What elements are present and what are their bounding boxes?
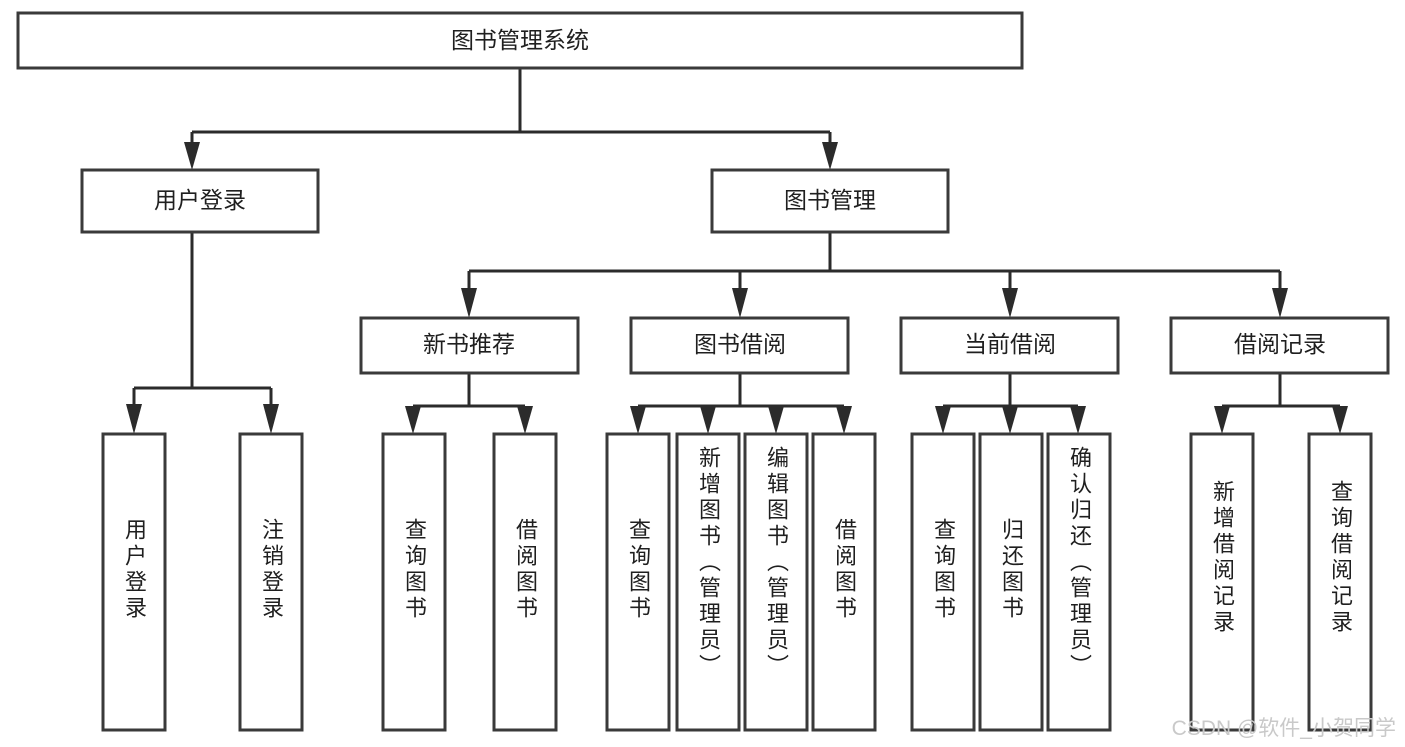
connectors	[126, 68, 1348, 434]
leaf-box-logout-login[interactable]	[238, 432, 304, 732]
arrow-br-to-query-record	[1332, 406, 1348, 434]
node-current-borrow[interactable]: 当前借阅	[899, 316, 1120, 375]
leaf-box-borrow-book-1[interactable]	[492, 432, 558, 732]
book-management-label: 图书管理	[784, 187, 876, 213]
arrow-ul-to-leaf1	[126, 404, 142, 434]
arrow-bb-to-borrow-book	[836, 406, 852, 434]
user-login-box[interactable]	[80, 168, 320, 234]
leaf-box-add-record[interactable]	[1189, 432, 1255, 732]
node-user-login[interactable]: 用户登录	[80, 168, 320, 234]
leaf-box-query-book-1[interactable]	[381, 432, 447, 732]
arrow-bm-to-current-borrow	[1002, 288, 1018, 318]
root-label: 图书管理系统	[451, 27, 589, 53]
new-book-recommend-label: 新书推荐	[423, 331, 515, 357]
arrow-nb-to-borrow-book	[517, 406, 533, 434]
current-borrow-label: 当前借阅	[964, 331, 1056, 357]
arrow-cb-to-return-book	[1002, 406, 1018, 434]
book-management-box[interactable]	[710, 168, 950, 234]
leaf-box-query-record[interactable]	[1307, 432, 1373, 732]
leaf-boxes	[101, 432, 1373, 732]
root-box[interactable]	[16, 11, 1024, 70]
arrow-bb-to-edit-book	[768, 406, 784, 434]
node-new-book-recommend[interactable]: 新书推荐	[359, 316, 580, 375]
leaf-box-query-book-2[interactable]	[605, 432, 671, 732]
arrow-bb-to-add-book	[700, 406, 716, 434]
arrow-br-to-add-record	[1214, 406, 1230, 434]
leaf-box-return-book[interactable]	[978, 432, 1044, 732]
book-borrow-label: 图书借阅	[694, 331, 786, 357]
arrow-root-to-user-login	[184, 142, 200, 170]
arrow-bb-to-query-book	[630, 406, 646, 434]
current-borrow-box[interactable]	[899, 316, 1120, 375]
arrow-root-to-book-mgmt	[822, 142, 838, 170]
arrow-ul-to-leaf2	[263, 404, 279, 434]
arrow-bm-to-new-book	[461, 288, 477, 318]
node-root[interactable]: 图书管理系统	[16, 11, 1024, 70]
leaf-box-add-book[interactable]	[675, 432, 741, 732]
arrow-nb-to-query-book	[405, 406, 421, 434]
node-book-borrow[interactable]: 图书借阅	[629, 316, 850, 375]
arrow-cb-to-query-book	[935, 406, 951, 434]
leaf-box-query-book-3[interactable]	[910, 432, 976, 732]
borrow-record-box[interactable]	[1169, 316, 1390, 375]
leaf-box-user-login[interactable]	[101, 432, 167, 732]
book-borrow-box[interactable]	[629, 316, 850, 375]
user-login-label: 用户登录	[154, 187, 246, 213]
leaf-box-edit-book[interactable]	[743, 432, 809, 732]
arrow-bm-to-book-borrow	[732, 288, 748, 318]
leaf-box-borrow-book-2[interactable]	[811, 432, 877, 732]
node-borrow-record[interactable]: 借阅记录	[1169, 316, 1390, 375]
new-book-recommend-box[interactable]	[359, 316, 580, 375]
watermark-text: CSDN @软件_小贺同学	[1172, 717, 1396, 740]
leaf-box-confirm-return[interactable]	[1046, 432, 1112, 732]
arrow-bm-to-borrow-record	[1272, 288, 1288, 318]
arrow-cb-to-confirm-return	[1070, 406, 1086, 434]
borrow-record-label: 借阅记录	[1234, 331, 1326, 357]
node-book-management[interactable]: 图书管理	[710, 168, 950, 234]
